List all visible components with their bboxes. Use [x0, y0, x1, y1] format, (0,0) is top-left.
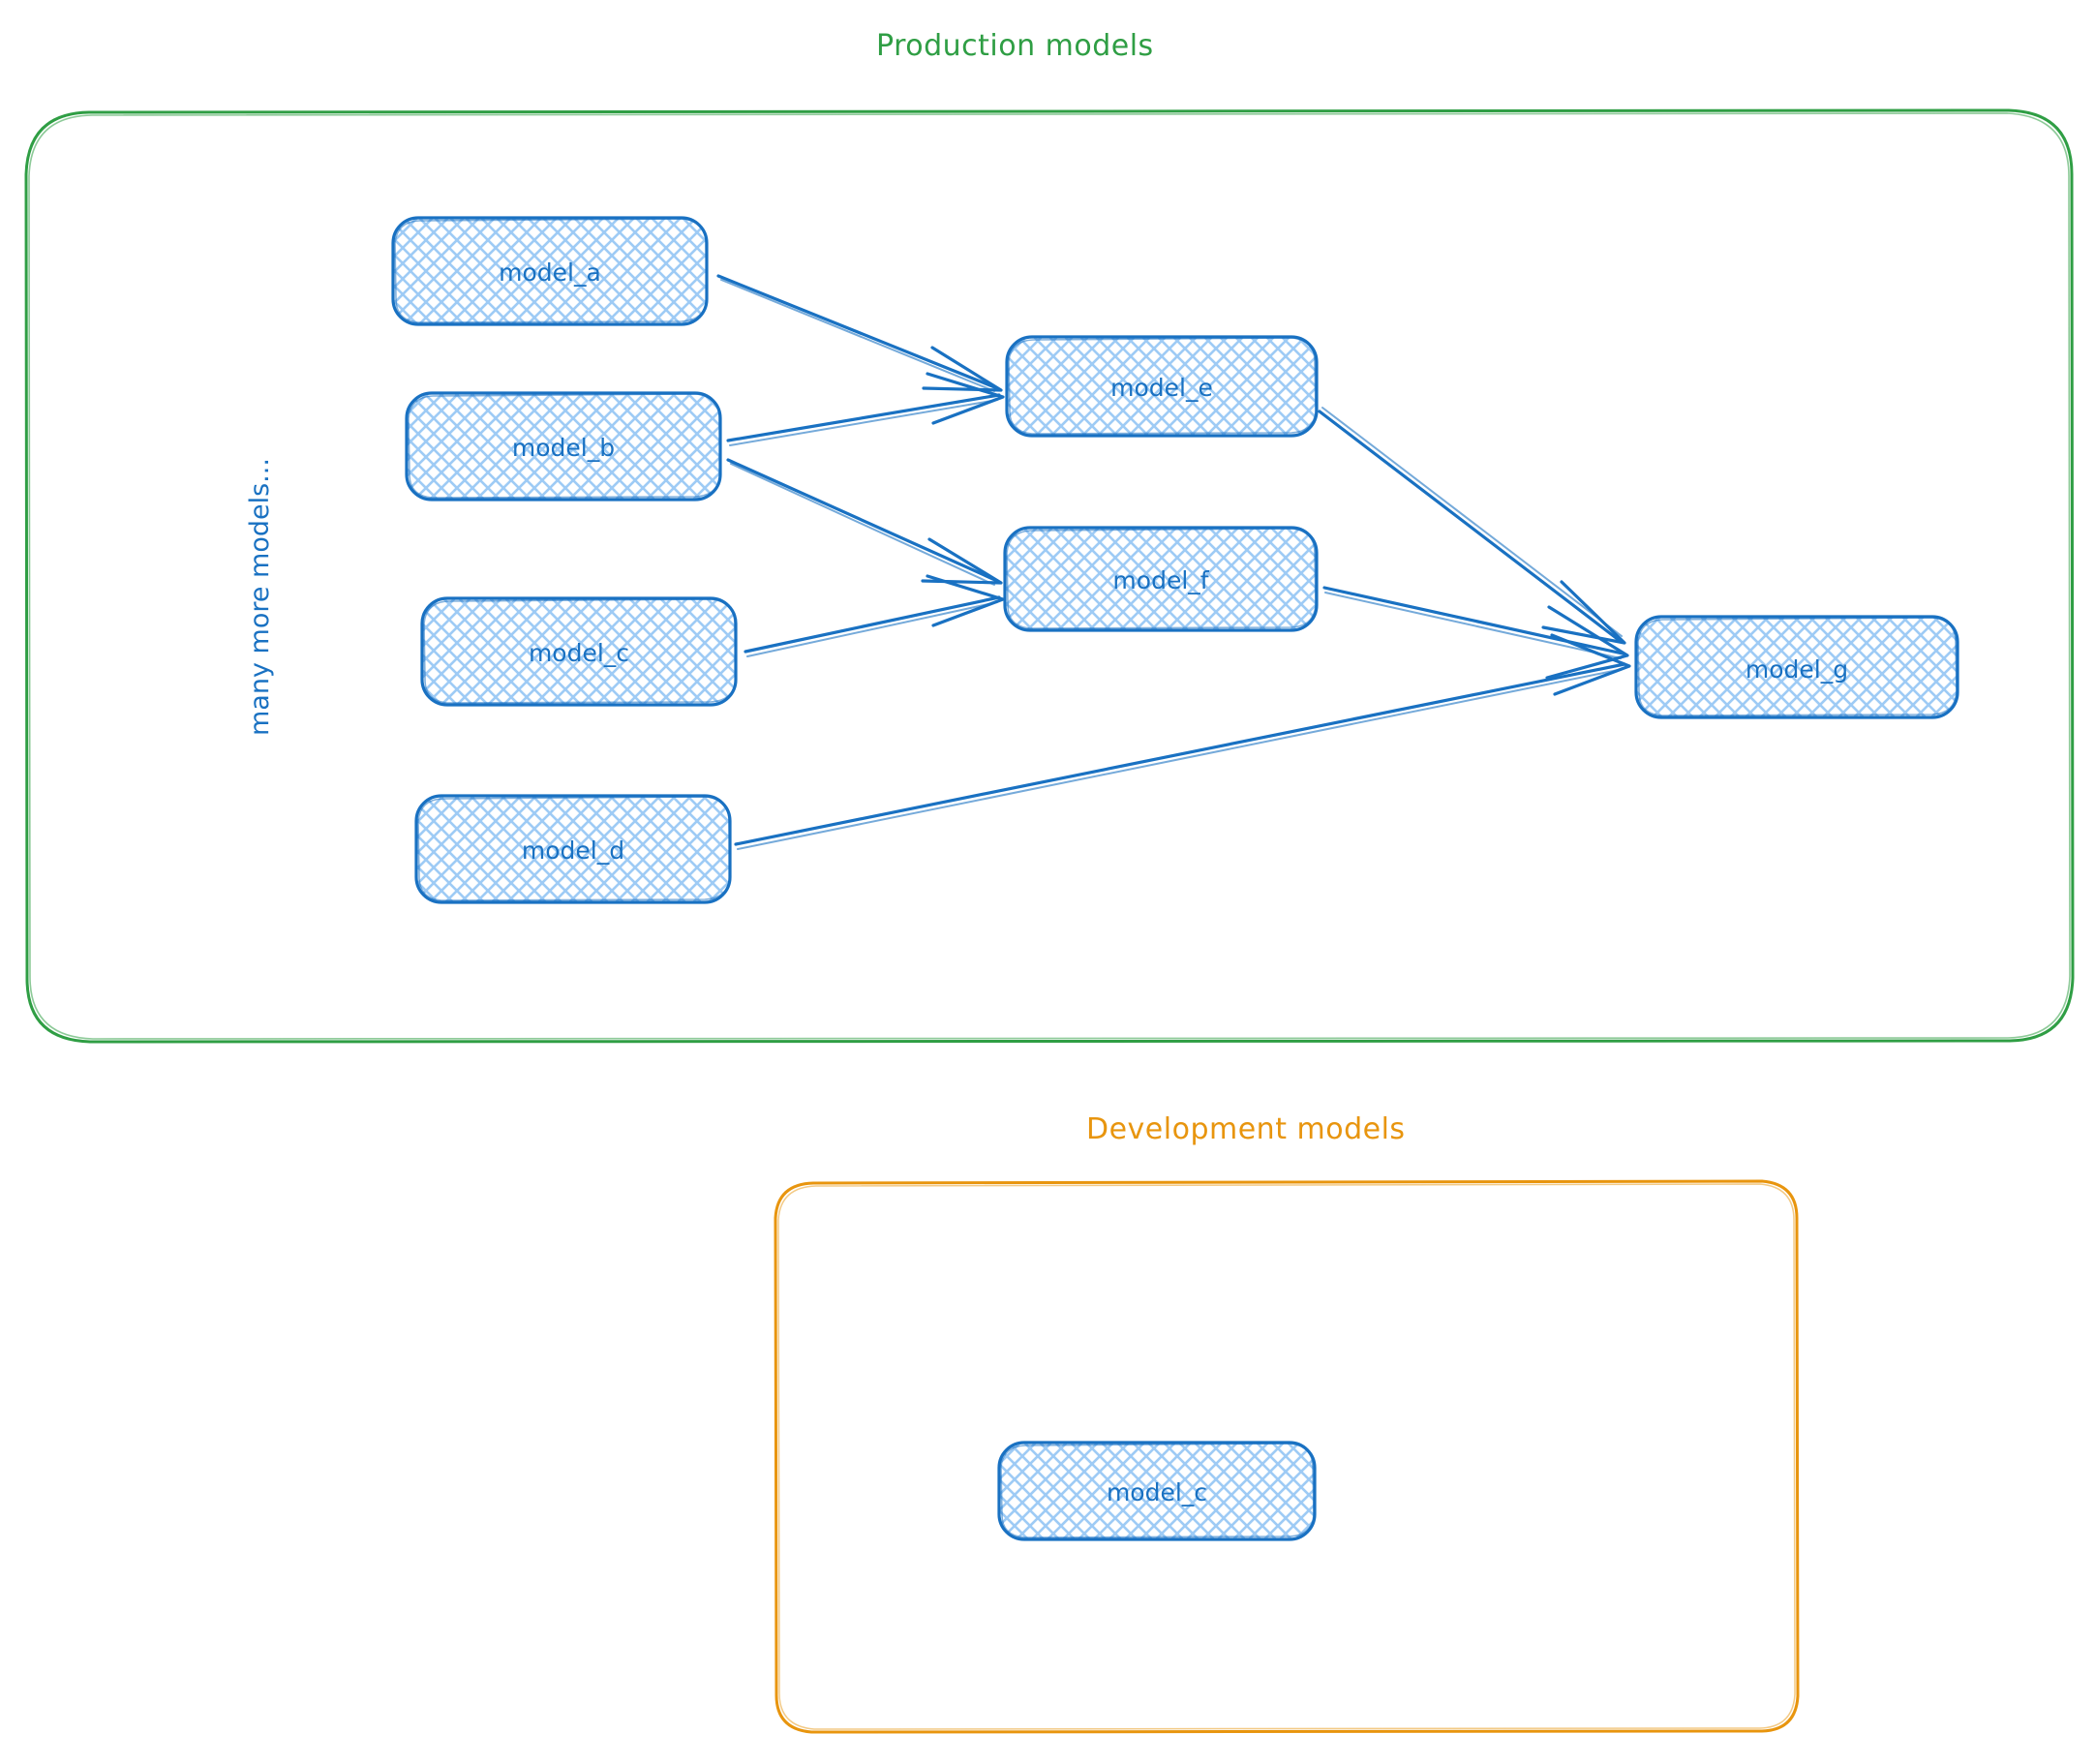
production-group-label: Production models: [876, 29, 1154, 63]
node-model-e[interactable]: [1005, 335, 1319, 438]
edge-model-a-to-model-e: [716, 274, 1003, 392]
development-group-label: Development models: [1086, 1112, 1406, 1146]
node-label-model-g: model_g: [1745, 655, 1849, 684]
node-label-model-d: model_d: [521, 836, 625, 865]
node-model-f[interactable]: [1003, 526, 1319, 632]
production-group-frame: [24, 108, 2075, 1044]
node-label-model-c-dev: model_c: [1106, 1478, 1208, 1506]
node-model-b[interactable]: [405, 391, 722, 502]
edge-model-d-to-model-g: [734, 633, 1631, 850]
node-label-model-f: model_f: [1112, 566, 1209, 594]
many-more-models-note: many more models...: [245, 458, 275, 736]
edge-model-c-to-model-f: [744, 574, 1005, 657]
node-model-c-dev[interactable]: [997, 1441, 1317, 1541]
node-model-c[interactable]: [420, 596, 738, 707]
edge-model-b-to-model-f: [726, 458, 1003, 586]
node-model-d[interactable]: [414, 794, 732, 904]
development-group-frame: [774, 1179, 1800, 1734]
edge-model-e-to-model-g: [1318, 407, 1626, 645]
node-model-a[interactable]: [391, 216, 709, 326]
node-label-model-a: model_a: [499, 259, 601, 287]
node-label-model-c: model_c: [528, 639, 630, 667]
edge-model-b-to-model-e: [726, 372, 1005, 446]
node-label-model-e: model_e: [1110, 374, 1213, 402]
node-model-g[interactable]: [1634, 615, 1959, 719]
node-label-model-b: model_b: [511, 434, 616, 462]
